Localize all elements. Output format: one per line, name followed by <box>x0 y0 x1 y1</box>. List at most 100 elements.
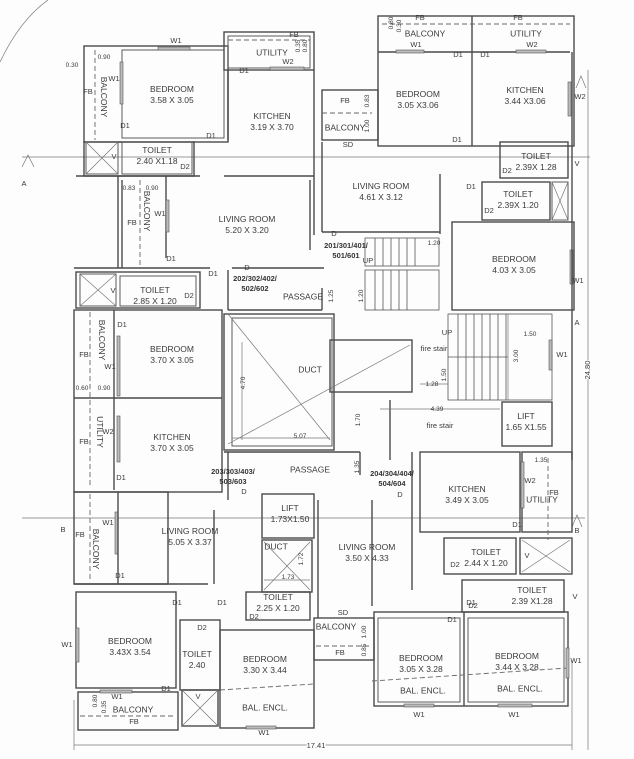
door-d1: D1 <box>447 615 457 624</box>
window-w1: W1 <box>572 276 584 285</box>
window-w2: W2 <box>574 92 586 101</box>
vent-v: V <box>111 152 117 161</box>
room-toilet-7: TOILET 2.39X 1.28 <box>515 151 556 173</box>
dim-172: 1.72 <box>298 552 305 566</box>
room-balcony-left-3: BALCONY <box>97 319 107 361</box>
room-name: TOILET <box>142 145 172 155</box>
room-dimensions: 3.05 X 3.28 <box>399 664 443 674</box>
room-lift-2: LIFT 1.65 X1.55 <box>505 411 546 433</box>
room-name: BEDROOM <box>396 89 440 99</box>
room-balcony-left-4: BALCONY <box>91 528 101 570</box>
room-toilet-8: TOILET 2.39X 1.20 <box>497 189 538 211</box>
room-name: TOILET <box>182 649 212 659</box>
dim-030: 0.30 <box>65 62 79 69</box>
room-name: BEDROOM <box>150 84 194 94</box>
room-passage-lower: PASSAGE <box>290 465 330 476</box>
room-dimensions: 2.25 X 1.20 <box>256 603 300 613</box>
dim-overall-height: 24.80 <box>583 360 593 380</box>
dim-150a: 1.50 <box>523 331 537 338</box>
section-mark-b-left: B <box>60 525 66 534</box>
dim-060: 0.60 <box>75 385 89 392</box>
room-name: PASSAGE <box>283 291 323 302</box>
fire-stair-label-2: fire stair <box>426 421 454 430</box>
door-d: D <box>241 487 247 496</box>
room-name: LIVING ROOM <box>352 181 410 191</box>
dim-120b: 1.20 <box>358 289 365 303</box>
room-living-2: LIVING ROOM 5.05 X 3.37 <box>162 526 219 548</box>
room-dimensions: 2.44 X 1.20 <box>464 558 508 568</box>
room-dimensions: 5.20 X 3.20 <box>225 225 269 235</box>
french-balcony-fb: FB <box>75 530 85 539</box>
unit-number-202: 202/302/402/502/602 <box>233 274 277 293</box>
room-name: TOILET <box>471 547 501 557</box>
dim-035a: 0.35 <box>101 700 108 714</box>
window-w1: W1 <box>154 209 166 218</box>
window-w1: W1 <box>508 710 520 719</box>
section-mark-a-right: A <box>574 318 580 327</box>
dim-090a: 0.90 <box>97 54 111 61</box>
room-dimensions: 3.19 X 3.70 <box>250 122 294 132</box>
door-d2: D2 <box>184 291 194 300</box>
room-name: PASSAGE <box>290 464 330 475</box>
fire-stair-label-1: fire stair <box>420 344 448 353</box>
door-d1: D1 <box>466 598 476 607</box>
window-w1: W1 <box>102 518 114 527</box>
room-name: BAL. ENCL. <box>497 683 543 694</box>
door-d1: D1 <box>115 571 125 580</box>
room-bedroom-4: BEDROOM 3.30 X 3.44 <box>243 654 287 676</box>
vent-v: V <box>572 592 578 601</box>
dim-overall-width: 17.41 <box>306 741 326 751</box>
door-d1: D1 <box>116 473 126 482</box>
dim-439: 4.39 <box>430 406 444 413</box>
room-kitchen-4: KITCHEN 3.44 X3.06 <box>504 85 545 107</box>
room-dimensions: 2.39X 1.28 <box>515 162 557 172</box>
dim-125: 1.25 <box>328 289 335 303</box>
vent-v: V <box>574 159 580 168</box>
door-d1: D1 <box>452 135 462 144</box>
dim-135b: 1.35 <box>534 457 548 464</box>
room-bedroom-8: BEDROOM 4.03 X 3.05 <box>492 254 536 276</box>
room-name: BEDROOM <box>108 636 152 646</box>
room-utility-3: UTILITY <box>526 495 558 506</box>
stair-up-label-1: UP <box>362 256 374 265</box>
door-d1: D1 <box>239 66 249 75</box>
room-name: LIVING ROOM <box>338 542 396 552</box>
dim-090b: 0.90 <box>145 185 159 192</box>
room-name: LIFT <box>517 411 535 421</box>
door-d2: D2 <box>484 206 494 215</box>
room-name: KITCHEN <box>506 85 544 95</box>
dim-507: 5.07 <box>293 433 307 440</box>
french-balcony-fb: FB <box>129 717 139 726</box>
room-utility-top-right: UTILITY <box>510 29 542 40</box>
room-name: BALCONY <box>315 621 357 632</box>
room-utility-1: UTILITY <box>256 48 288 59</box>
door-d1: D1 <box>166 254 176 263</box>
room-name: DUCT <box>298 364 322 375</box>
room-lift-1: LIFT 1.73X1.50 <box>271 503 310 525</box>
dim-150b: 1.50 <box>441 368 448 382</box>
dim-030b: 0.30 <box>396 19 403 33</box>
room-name: KITCHEN <box>253 111 291 121</box>
room-name: TOILET <box>517 585 547 595</box>
room-name: UTILITY <box>526 494 558 505</box>
door-d1: D1 <box>466 182 476 191</box>
room-dimensions: 3.49 X 3.05 <box>445 495 489 505</box>
french-balcony-fb: FB <box>79 437 89 446</box>
room-kitchen-1: KITCHEN 3.19 X 3.70 <box>250 111 293 133</box>
french-balcony-fb: FB <box>79 350 89 359</box>
dim-083b: 0.83 <box>364 94 371 108</box>
door-d1: D1 <box>453 50 463 59</box>
room-living-1: LIVING ROOM 5.20 X 3.20 <box>219 214 276 236</box>
french-balcony-fb: FB <box>415 13 425 22</box>
room-duct-main: DUCT <box>298 365 322 376</box>
french-balcony-fb: FB <box>549 488 559 497</box>
window-w1: W1 <box>104 362 116 371</box>
door-d1: D1 <box>161 684 171 693</box>
room-name: KITCHEN <box>153 432 191 442</box>
room-passage-upper: PASSAGE <box>283 292 323 303</box>
door-d1: D1 <box>512 520 522 529</box>
unit-number-203: 203/303/403/503/603 <box>211 467 255 486</box>
room-dimensions: 4.03 X 3.05 <box>492 265 536 275</box>
room-dimensions: 3.44 X3.06 <box>504 96 546 106</box>
room-name: BEDROOM <box>492 254 536 264</box>
